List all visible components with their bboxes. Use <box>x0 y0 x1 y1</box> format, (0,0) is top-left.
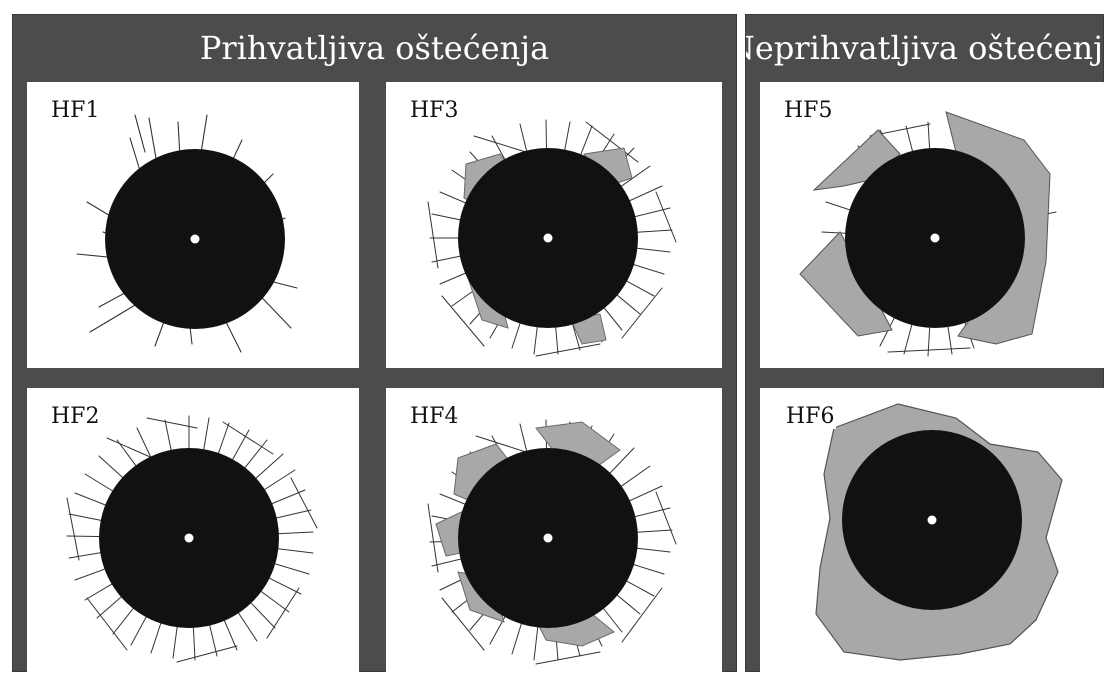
center-dot <box>931 234 940 243</box>
center-dot <box>928 516 937 525</box>
panel-hf6: HF6 <box>760 388 1104 678</box>
hf1-diagram <box>27 82 359 368</box>
center-dot <box>191 235 200 244</box>
center-dot <box>185 534 194 543</box>
center-dot <box>544 534 553 543</box>
acceptable-damage-title: Prihvatljiva oštećenja <box>13 15 736 81</box>
panel-label-hf1: HF1 <box>51 98 99 123</box>
unacceptable-damage-title: Neprihvatljiva oštećenja <box>746 15 1103 81</box>
hf6-diagram <box>760 388 1104 678</box>
panel-hf1: HF1 <box>27 82 359 368</box>
hf3-diagram <box>386 82 722 368</box>
panel-label-hf4: HF4 <box>410 404 458 429</box>
panel-label-hf2: HF2 <box>51 404 99 429</box>
panel-hf3: HF3 <box>386 82 722 368</box>
panel-label-hf6: HF6 <box>784 404 836 429</box>
panel-hf5: HF5 <box>760 82 1104 368</box>
panel-label-hf3: HF3 <box>410 98 458 123</box>
unacceptable-damage-group: Neprihvatljiva oštećenja <box>745 14 1104 672</box>
hf5-diagram <box>760 82 1104 368</box>
acceptable-damage-group: Prihvatljiva oštećenja <box>12 14 737 672</box>
panel-label-hf5: HF5 <box>784 98 832 123</box>
panel-hf4: HF4 <box>386 388 722 678</box>
hf4-diagram <box>386 388 722 678</box>
hf2-diagram <box>27 388 359 678</box>
center-dot <box>544 234 553 243</box>
panel-hf2: HF2 <box>27 388 359 678</box>
